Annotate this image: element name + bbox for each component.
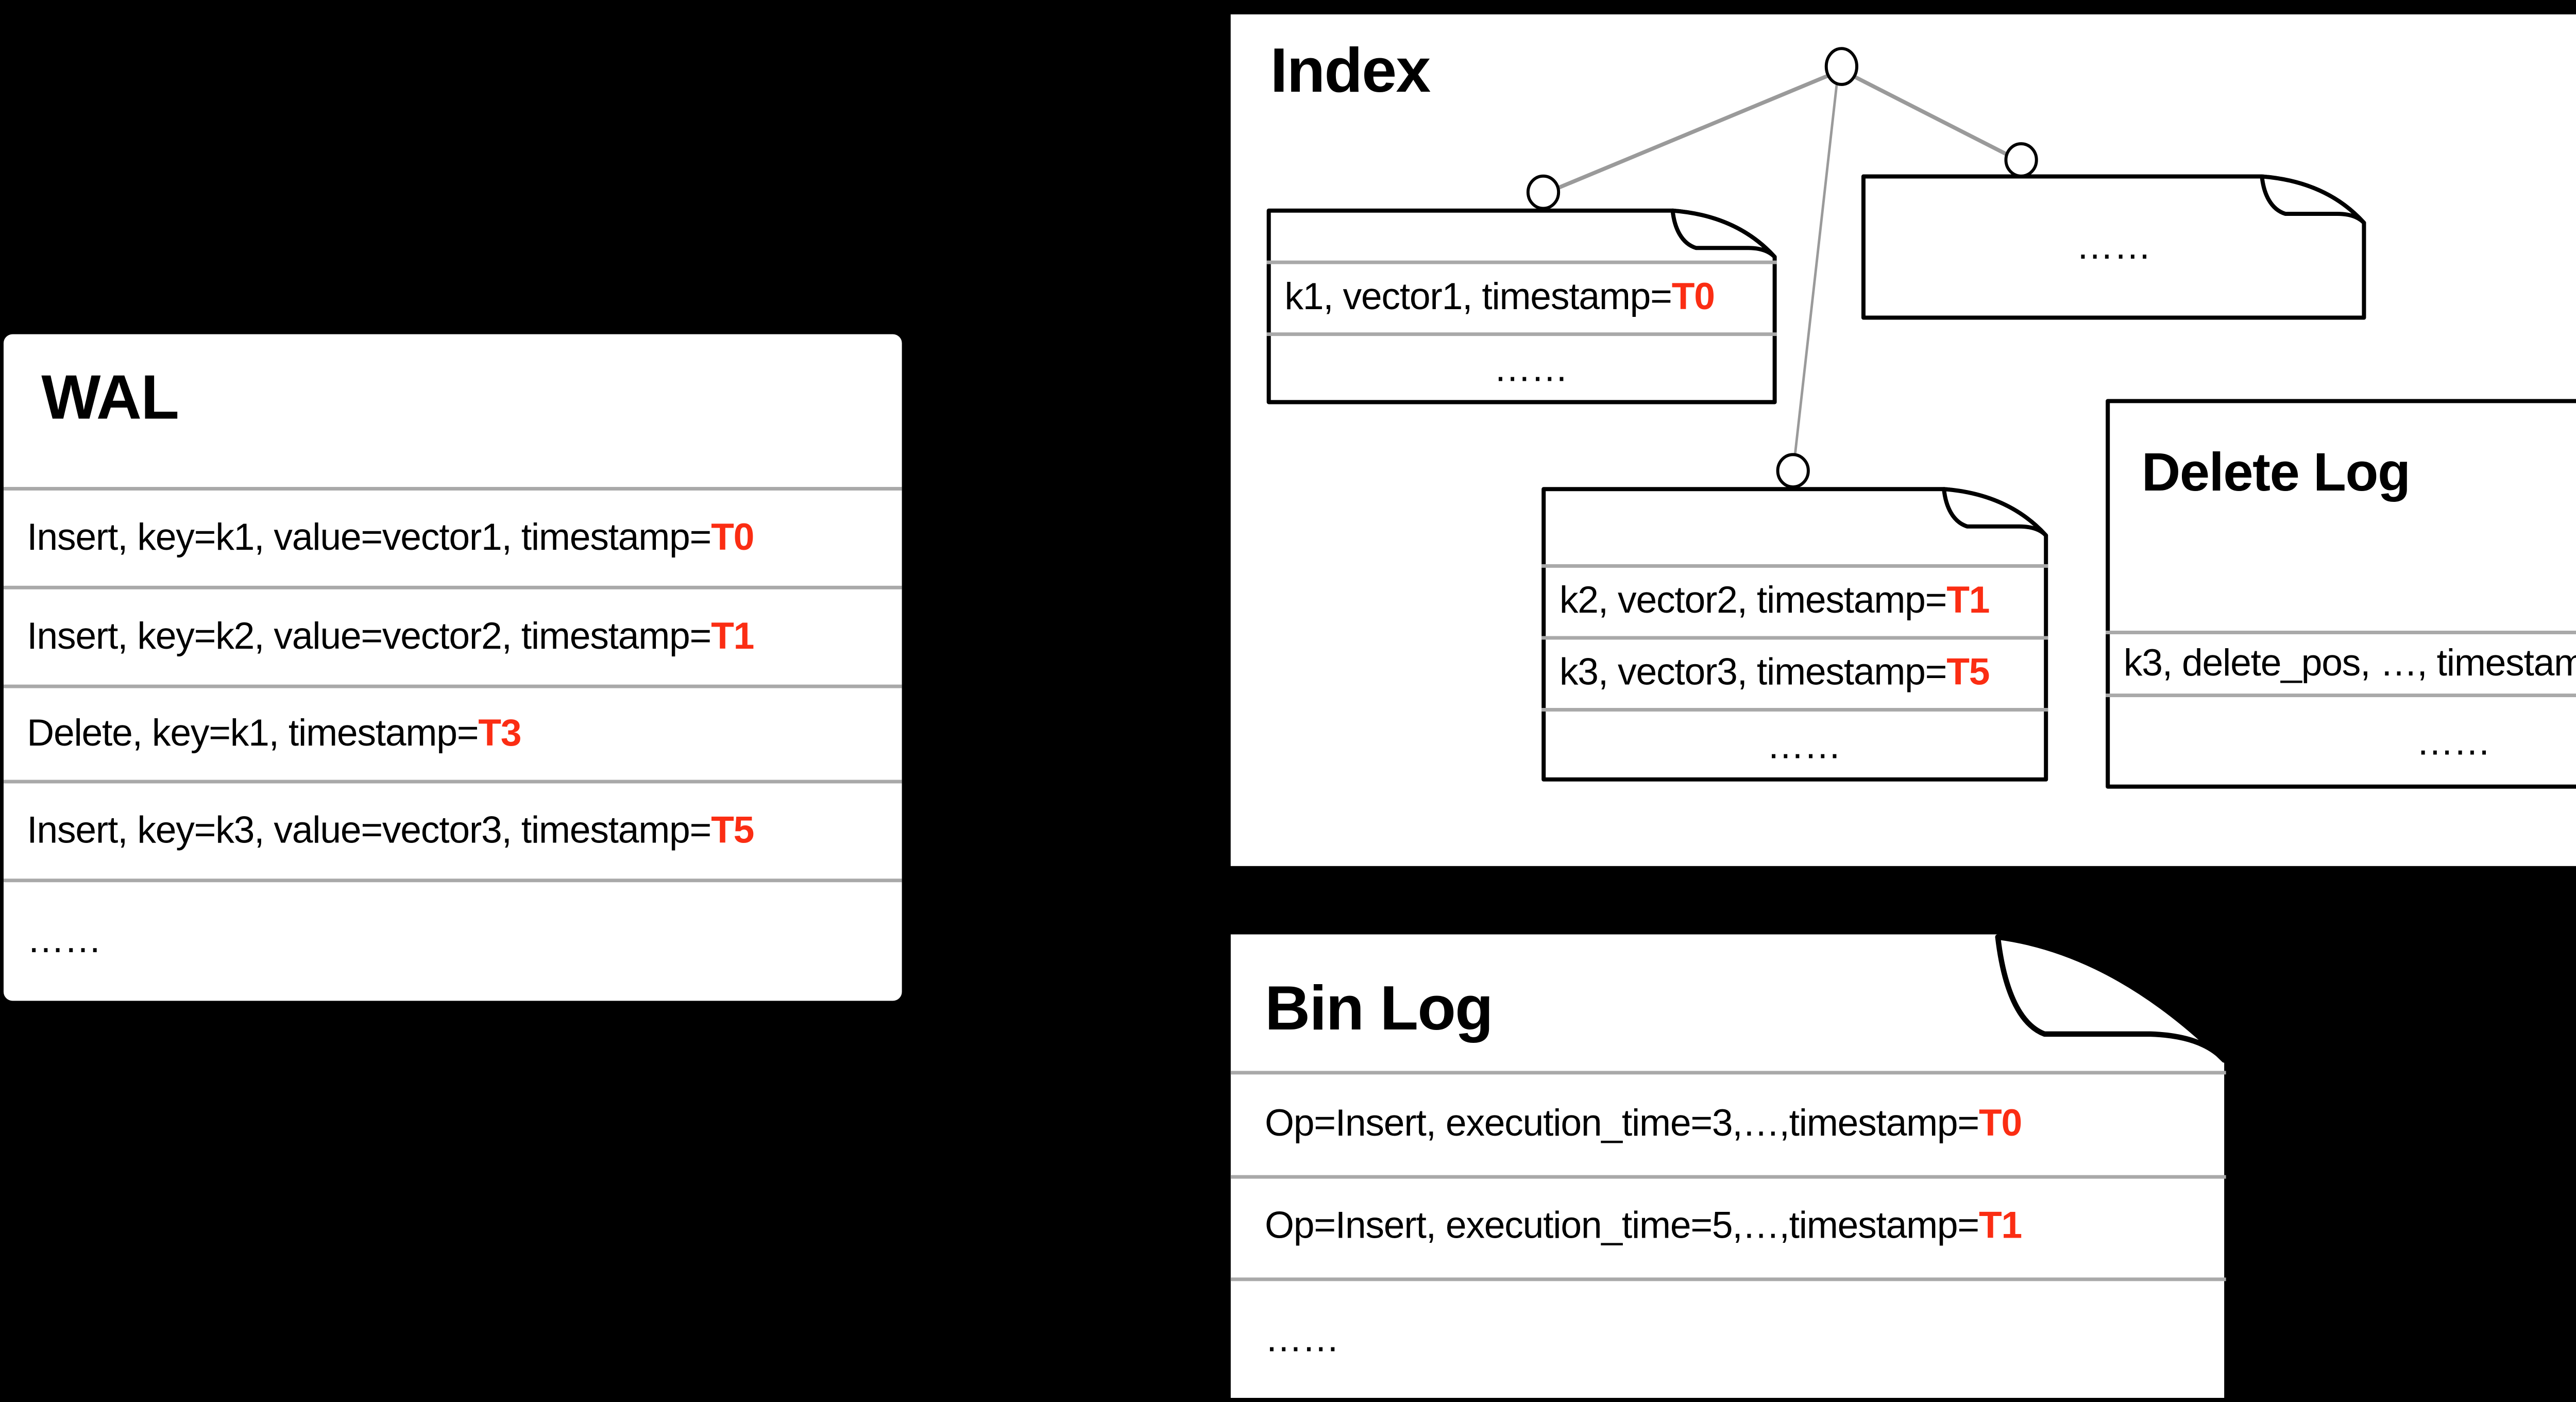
tree-node-mid [1776, 453, 1810, 488]
index-segment-k2: k2, vector2, timestamp=T1 k3, vector3, t… [1541, 487, 2048, 782]
delete-log-title: Delete Log [2141, 444, 2411, 503]
wal-row: Insert, key=k1, value=vector1, timestamp… [3, 487, 902, 586]
index-ellipsis-row: …… [1266, 332, 1777, 404]
timestamp-value: T1 [711, 615, 754, 657]
index-segment-k1: k1, vector1, timestamp=T0 …… [1266, 208, 1777, 404]
segment-header [1541, 487, 2048, 564]
index-entry-row: k3, vector3, timestamp=T5 [1541, 636, 2048, 707]
folded-page-shape [1266, 208, 1777, 404]
tree-node-root [1824, 47, 1858, 86]
wal-box: WAL Insert, key=k1, value=vector1, times… [3, 334, 902, 1001]
wal-ellipsis-row: …… [3, 879, 902, 1001]
index-segment-more: …… [1861, 174, 2366, 320]
bin-log-row: Op=Insert, execution_time=5,…,timestamp=… [1230, 1174, 2226, 1278]
ellipsis-text: …… [27, 920, 101, 961]
wal-row: Insert, key=k3, value=vector3, timestamp… [3, 780, 902, 879]
index-ellipsis-row: …… [1541, 707, 2048, 782]
entry-text: k1, vector1, timestamp= [1284, 277, 1672, 318]
wal-title: WAL [41, 363, 179, 433]
index-entry-row: k2, vector2, timestamp=T1 [1541, 564, 2048, 636]
bin-log-ellipsis-row: …… [1230, 1277, 2226, 1398]
wal-row: Delete, key=k1, timestamp=T3 [3, 684, 902, 780]
timestamp-value: T5 [711, 809, 754, 851]
entry-text: k3, vector3, timestamp= [1559, 652, 1947, 694]
index-title: Index [1270, 36, 1431, 106]
ellipsis-text: …… [1767, 725, 1841, 767]
segment-content: k1, vector1, timestamp=T0 …… [1266, 209, 1777, 404]
folded-page-shape [2106, 399, 2576, 789]
ellipsis-text: …… [2416, 721, 2491, 763]
entry-text: Op=Insert, execution_time=5,…,timestamp= [1264, 1206, 1979, 1247]
entry-text: k2, vector2, timestamp= [1559, 580, 1947, 622]
entry-text: k3, delete_pos, …, timestamp= [2123, 642, 2576, 684]
segment-header [1266, 209, 1776, 261]
bin-log-box: Bin Log Op=Insert, execution_time=3,…,ti… [1230, 934, 2226, 1398]
segment-content: Delete Log k3, delete_pos, …, timestamp=… [2105, 399, 2576, 789]
segment-content: k2, vector2, timestamp=T1 k3, vector3, t… [1541, 487, 2048, 782]
ellipsis-text: …… [1264, 1317, 1340, 1360]
bin-log-row: Op=Insert, execution_time=3,…,timestamp=… [1230, 1071, 2226, 1174]
wal-row-text: Insert, key=k2, value=vector2, timestamp… [27, 615, 711, 657]
bin-log-title: Bin Log [1264, 974, 1494, 1044]
entry-text: Op=Insert, execution_time=3,…,timestamp= [1264, 1103, 1979, 1144]
timestamp-value: T3 [478, 712, 521, 754]
wal-row-text: Insert, key=k3, value=vector3, timestamp… [27, 809, 711, 851]
ellipsis-text: …… [1494, 348, 1568, 390]
delete-log-box: Delete Log k3, delete_pos, …, timestamp=… [2105, 399, 2576, 789]
index-entry-row: k1, vector1, timestamp=T0 [1266, 260, 1777, 332]
timestamp-value: T0 [711, 516, 754, 558]
wal-row-text: Delete, key=k1, timestamp= [27, 712, 479, 754]
ellipsis-text: …… [2076, 225, 2151, 267]
tree-node-left [1526, 174, 1561, 210]
timestamp-value: T1 [1946, 580, 1990, 622]
timestamp-value: T0 [1978, 1103, 2022, 1144]
delete-log-ellipsis-row: …… [2105, 694, 2576, 789]
folded-page-shape [1230, 934, 2226, 1398]
timestamp-value: T0 [1671, 277, 1715, 318]
segment-content: Bin Log Op=Insert, execution_time=3,…,ti… [1230, 934, 2226, 1398]
wal-row-text: Insert, key=k1, value=vector1, timestamp… [27, 516, 711, 558]
folded-page-shape [1541, 487, 2048, 782]
wal-row: Insert, key=k2, value=vector2, timestamp… [3, 585, 902, 685]
delete-log-row: k3, delete_pos, …, timestamp=T3 [2105, 631, 2576, 694]
folded-page-shape [1861, 174, 2366, 320]
index-panel: Index k1, vector1, timestamp=T0 …… [1230, 14, 2576, 866]
timestamp-value: T5 [1946, 652, 1990, 694]
tree-node-right [2004, 142, 2038, 178]
timestamp-value: T1 [1978, 1206, 2022, 1247]
